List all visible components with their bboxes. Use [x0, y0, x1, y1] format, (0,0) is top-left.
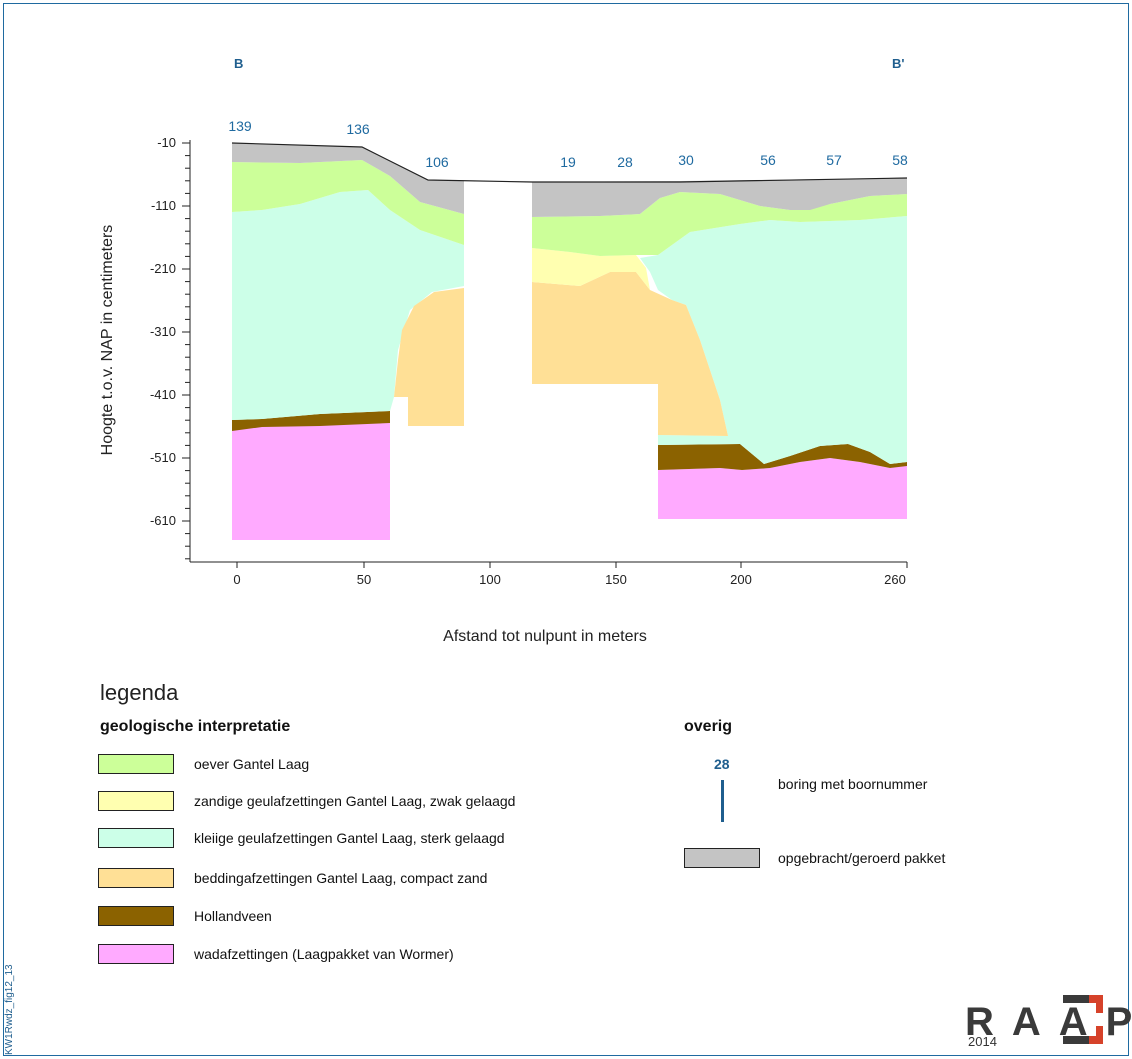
- y-tick-label: -610: [150, 513, 176, 528]
- boring-label: 139: [228, 118, 252, 134]
- x-tick-label: 50: [357, 572, 371, 587]
- logo-text: RAAP: [965, 1000, 1132, 1044]
- legend-swatch: [98, 828, 174, 848]
- legend-label: zandige geulafzettingen Gantel Laag, zwa…: [194, 793, 516, 809]
- boring-label: 57: [826, 152, 842, 168]
- layer-bedding-left: [394, 288, 464, 426]
- surface-line: [231, 142, 908, 183]
- page-frame: [3, 3, 1129, 1056]
- legend-label: wadafzettingen (Laagpakket van Wormer): [194, 946, 454, 962]
- layers: [231, 142, 908, 540]
- y-tick-labels: -10 -110 -210 -310 -410 -510 -610: [150, 135, 176, 528]
- layer-zandig-right: [532, 248, 650, 290]
- layer-disturbed-left: [232, 143, 464, 214]
- legend-label: beddingafzettingen Gantel Laag, compact …: [194, 870, 488, 886]
- boring-legend-label: boring met boornummer: [778, 776, 928, 792]
- legend-geo-title: geologische interpretatie: [100, 718, 291, 735]
- boring-label: 19: [560, 154, 576, 170]
- legend-label: Hollandveen: [194, 908, 272, 924]
- figure-code: KW1Rwdz_fig12_13: [4, 964, 15, 1055]
- legend-swatch: [98, 944, 174, 964]
- boring-line-icon: [721, 780, 724, 822]
- boring-label: 58: [892, 152, 908, 168]
- y-tick-label: -210: [150, 261, 176, 276]
- axes: [182, 140, 908, 568]
- x-tick-label: 100: [479, 572, 501, 587]
- legend-swatch: [98, 868, 174, 888]
- layer-oever-left: [232, 160, 464, 245]
- legend-label: opgebracht/geroerd pakket: [778, 850, 946, 866]
- layer-veen-left: [232, 411, 390, 431]
- y-tick-label: -410: [150, 387, 176, 402]
- legend-swatch: [98, 791, 174, 811]
- layer-veen-right: [658, 444, 907, 470]
- boring-label: 28: [617, 154, 633, 170]
- x-tick-label: 150: [605, 572, 627, 587]
- x-tick-label: 260: [884, 572, 906, 587]
- legend-other-title: overig: [684, 718, 733, 735]
- logo-year: 2014: [968, 1034, 997, 1049]
- legend-swatch: [98, 754, 174, 774]
- layer-klei-right: [640, 216, 907, 464]
- layer-bedding-right: [532, 272, 728, 436]
- x-axis-label: Afstand tot nulpunt in meters: [443, 628, 647, 645]
- x-tick-label: 0: [233, 572, 240, 587]
- layer-wad-left: [232, 421, 390, 540]
- y-axis-label: Hoogte t.o.v. NAP in centimeters: [99, 225, 116, 456]
- x-tick-label: 200: [730, 572, 752, 587]
- legend-swatch: [684, 848, 760, 868]
- x-tick-labels: 0 50 100 150 200 260: [233, 572, 905, 587]
- y-tick-label: -510: [150, 450, 176, 465]
- boring-label: 56: [760, 152, 776, 168]
- cross-section-chart: B B' -10 -110 -210 -310 -410 -510 -6: [99, 56, 908, 645]
- y-tick-label: -10: [157, 135, 176, 150]
- legend-title: legenda: [100, 680, 179, 705]
- section-end-label: B': [892, 56, 904, 71]
- boring-label: 106: [425, 154, 449, 170]
- layer-disturbed-right: [532, 178, 907, 217]
- legend-label: oever Gantel Laag: [194, 756, 310, 772]
- boring-label: 30: [678, 152, 694, 168]
- layer-klei-left: [232, 190, 464, 420]
- section-start-label: B: [234, 56, 243, 71]
- boring-labels: 139 136 106 19 28 30 56 57 58: [228, 118, 908, 170]
- y-tick-label: -310: [150, 324, 176, 339]
- legend-label: kleiige geulafzettingen Gantel Laag, ste…: [194, 830, 505, 846]
- legend-swatch: [98, 906, 174, 926]
- y-tick-label: -110: [151, 198, 176, 213]
- layer-wad-right: [658, 458, 907, 519]
- boring-label: 136: [346, 121, 370, 137]
- boring-example-number: 28: [714, 756, 730, 772]
